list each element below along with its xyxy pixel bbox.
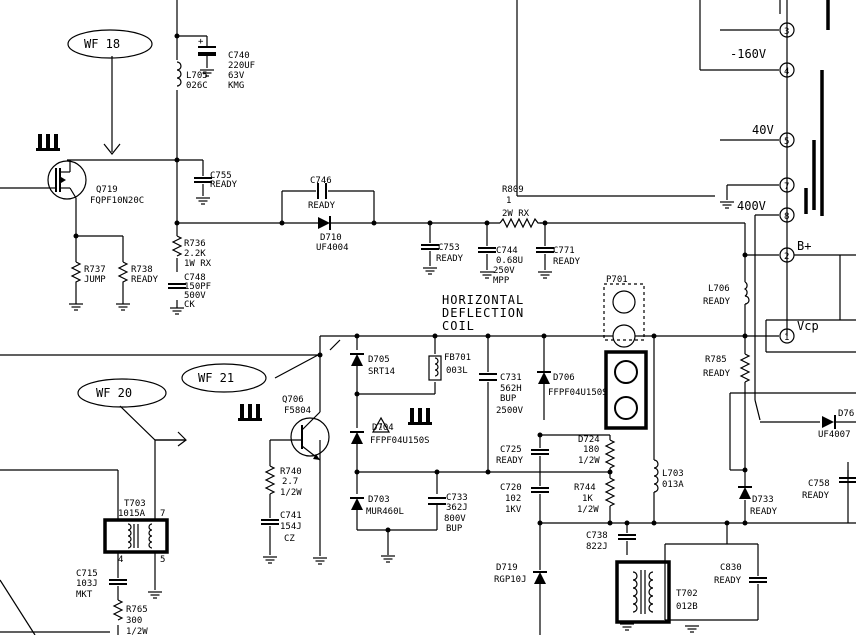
labels: WF 18 WF 20 WF 21 C740 220UF 63V KMG L70… xyxy=(76,27,856,635)
c738-label: C738 822J xyxy=(586,531,613,552)
p701-label: P701 xyxy=(606,275,628,285)
d733-label: D733 READY xyxy=(750,495,779,517)
wf18-label: WF 18 xyxy=(84,37,120,51)
c740-label: C740 220UF 63V KMG xyxy=(228,51,261,91)
c748-label: C748 150PF 500V CK xyxy=(184,273,217,310)
svg-text:3: 3 xyxy=(784,27,789,37)
voltage-neg160: -160V xyxy=(730,47,766,61)
c830-label: C830 READY xyxy=(714,563,747,586)
c720-label: C720 102 1KV xyxy=(500,483,527,515)
c746-label: C746 READY xyxy=(308,176,337,211)
fb701-label: FB701 003L xyxy=(444,353,477,376)
c744-label: C744 0.68U 250V MPP xyxy=(493,246,529,286)
svg-text:4: 4 xyxy=(118,555,123,565)
d710-label: D710 UF4004 xyxy=(316,233,349,253)
d76x-label: D76 UF4007 xyxy=(818,409,856,440)
r738-label: R738 READY xyxy=(131,265,159,285)
vcp-label: Vcp xyxy=(797,319,819,333)
t703-label: T703 1015A xyxy=(118,499,151,519)
d706-label: D706 FFPF04U150S xyxy=(548,373,608,398)
c771-label: C771 READY xyxy=(553,246,581,267)
c755-label: C755 READY xyxy=(210,171,238,190)
connector-pins xyxy=(779,22,795,344)
t702-symbol xyxy=(615,560,671,624)
d703-label: D703 MUR460L xyxy=(366,495,404,517)
hdc-label: HORIZONTAL DEFLECTION COIL xyxy=(442,293,532,333)
t703-symbol xyxy=(103,518,169,554)
q719-heatsink xyxy=(36,134,60,151)
p701-symbol xyxy=(603,283,648,430)
d724-label: D724 180 1/2W xyxy=(578,435,605,466)
svg-text:5: 5 xyxy=(160,555,165,565)
connector-bar xyxy=(765,0,856,353)
r744-label: R744 1K 1/2W xyxy=(574,483,601,515)
c741-label: C741 154J CZ xyxy=(280,511,307,544)
r740-label: R740 2.7 1/2W xyxy=(280,467,307,498)
l705-label: L705 026C xyxy=(186,71,213,91)
svg-text:!: ! xyxy=(378,422,384,433)
svg-text:8: 8 xyxy=(784,212,789,222)
svg-text:7: 7 xyxy=(160,509,165,519)
c733-label: C733 362J 800V BUP xyxy=(444,493,473,534)
c731-label: C731 562H BUP 2500V xyxy=(496,373,527,416)
svg-text:5: 5 xyxy=(784,137,789,147)
c758-label: C758 READY xyxy=(802,479,835,501)
r765-label: R765 300 1/2W xyxy=(126,605,153,635)
voltage-400v: 400V xyxy=(737,199,766,213)
r809-label: R809 1 2W RX xyxy=(502,185,530,219)
svg-text:+: + xyxy=(198,37,204,47)
d719-label: D719 RGP10J xyxy=(494,563,527,585)
svg-text:4: 4 xyxy=(784,67,789,77)
q719-symbol xyxy=(47,160,87,200)
r736-label: R736 2.2K 1W RX xyxy=(184,239,212,269)
c753-label: C753 READY xyxy=(436,243,465,264)
q719-label: Q719 FQPF10N20C xyxy=(90,185,144,206)
q706-symbol xyxy=(270,411,330,461)
t702-label: T702 012B xyxy=(676,589,703,612)
bplus-label: B+ xyxy=(797,239,811,253)
d705-label: D705 SRT14 xyxy=(368,355,395,377)
svg-text:2: 2 xyxy=(784,252,789,262)
l706-label: L706 READY xyxy=(703,284,735,307)
junctions xyxy=(73,33,748,533)
r737-label: R737 JUMP xyxy=(84,265,111,285)
wf21-label: WF 21 xyxy=(198,371,234,385)
c715-label: C715 103J MKT xyxy=(76,569,103,600)
svg-text:1: 1 xyxy=(784,333,789,343)
q706-label: Q706 F5804 xyxy=(282,395,311,416)
d704-label: D704 FFPF04U150S xyxy=(370,423,430,446)
c740-symbol: + xyxy=(198,37,216,56)
svg-text:7: 7 xyxy=(784,182,789,192)
l705-symbol xyxy=(176,61,182,87)
l703-label: L703 013A xyxy=(662,469,689,490)
wf20-label: WF 20 xyxy=(96,386,132,400)
c725-label: C725 READY xyxy=(496,445,527,466)
r785-label: R785 READY xyxy=(703,355,732,379)
voltage-40v: 40V xyxy=(752,123,774,137)
